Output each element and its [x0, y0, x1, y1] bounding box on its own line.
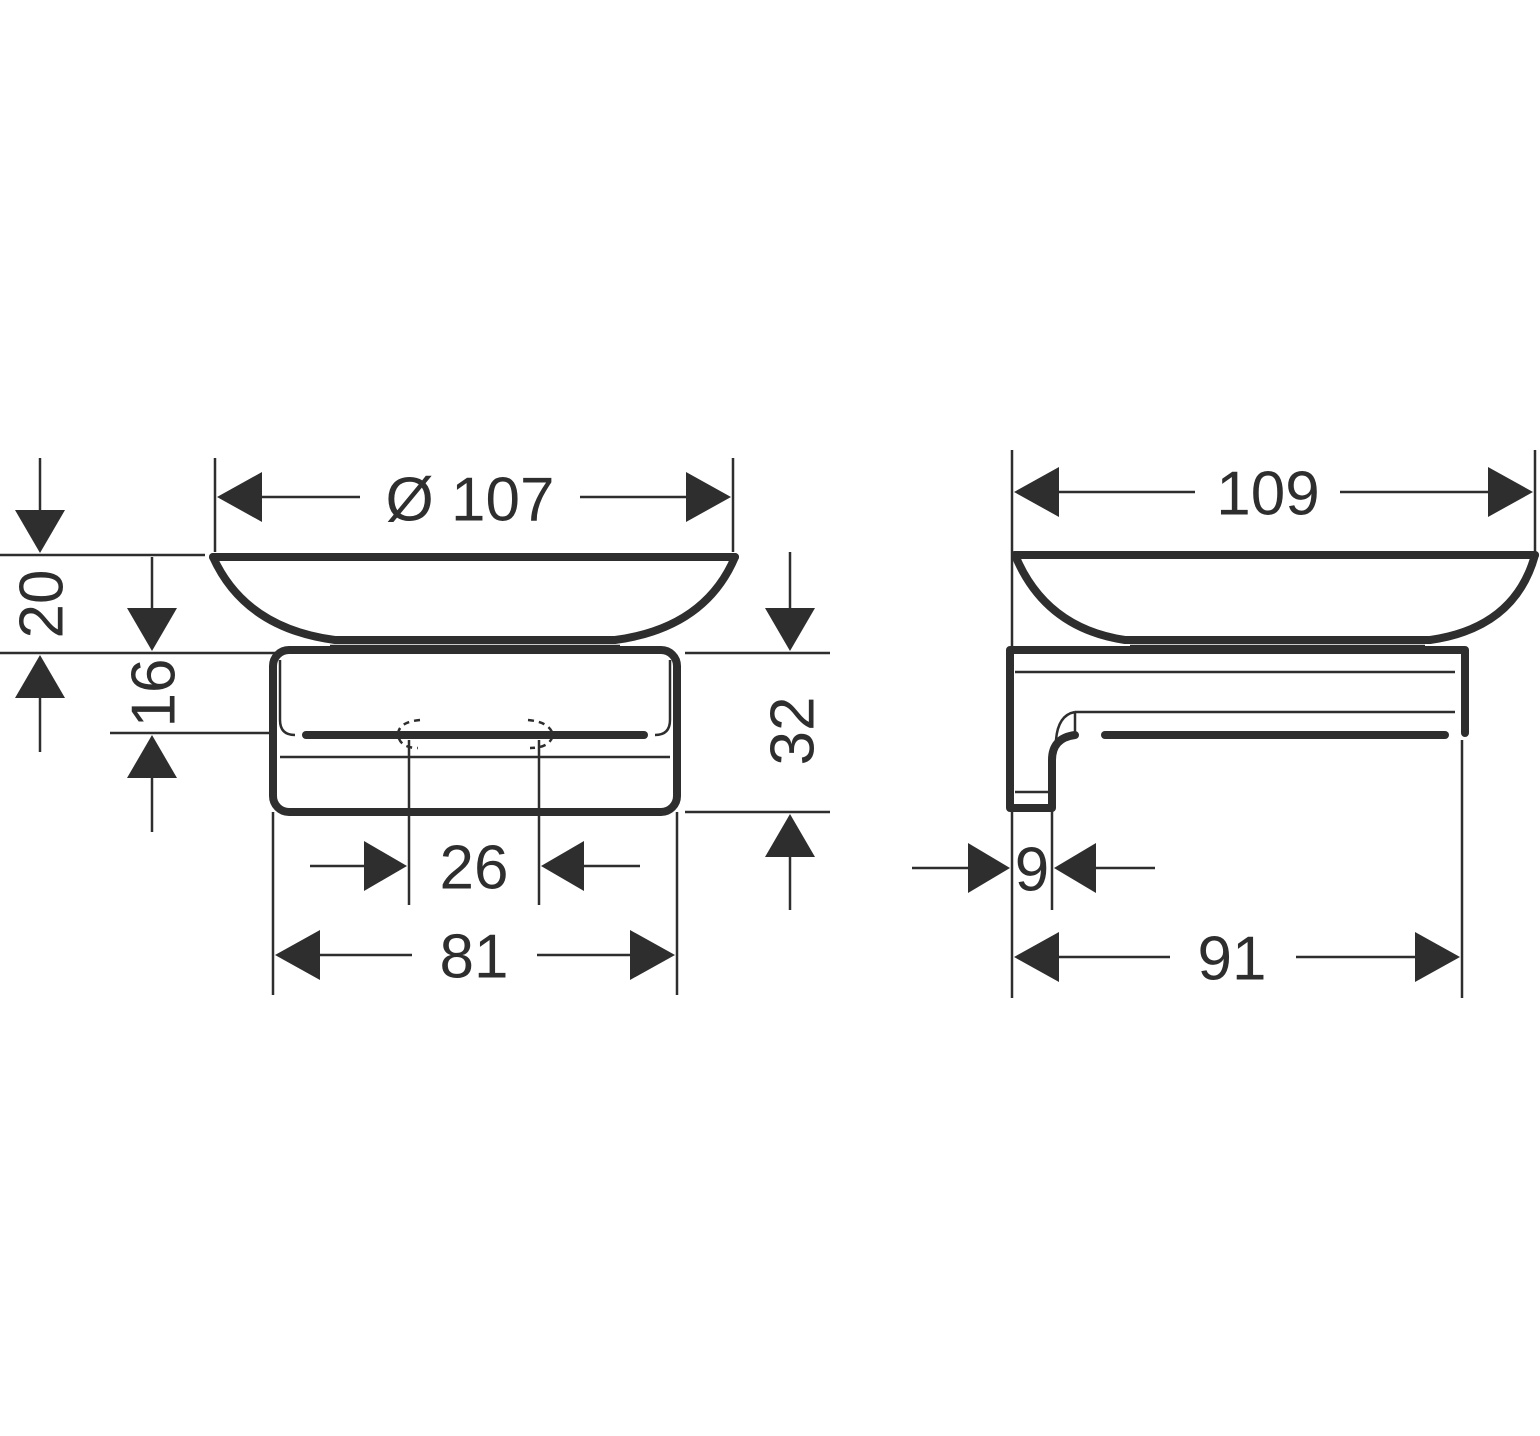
dimension-label: 26 [440, 834, 509, 903]
dimension-label: Ø 107 [386, 466, 555, 535]
screw-hole-right-icon [527, 718, 555, 750]
arrow-left-icon [275, 930, 320, 980]
arrow-right-icon [1415, 932, 1460, 982]
front-view: Ø 107 20 16 32 [0, 458, 830, 995]
wall-bracket-side [1006, 646, 1469, 812]
dimension-label: 91 [1198, 925, 1267, 994]
holder-block-front [269, 646, 681, 905]
arrow-left-icon [541, 841, 584, 891]
soap-bowl-front [209, 553, 739, 648]
arrow-up-icon [127, 735, 177, 778]
arrow-right-icon [1488, 467, 1533, 517]
dimension-label: 109 [1216, 460, 1319, 529]
soap-bowl-side [1011, 551, 1539, 648]
arrow-down-icon [127, 608, 177, 651]
dimension-label: 16 [120, 659, 189, 728]
dimension-label: 20 [8, 570, 77, 639]
arrow-up-icon [765, 814, 815, 857]
dimension-bowl-height: 20 [0, 458, 280, 752]
dimension-bowl-width-side: 109 [1010, 450, 1537, 998]
dimension-label: 32 [759, 697, 828, 766]
arrow-right-icon [364, 841, 407, 891]
dimension-upper-block-height: 16 [110, 557, 275, 832]
screw-hole-left-icon [396, 718, 421, 750]
dimension-projection: 91 [1014, 740, 1464, 998]
arrow-left-icon [1014, 467, 1059, 517]
dimension-wall-plate-depth: 9 [912, 808, 1155, 910]
arrow-left-icon [217, 472, 262, 522]
side-view: 109 9 91 [912, 450, 1539, 998]
dimension-screw-spacing: 26 [310, 834, 640, 903]
dimension-label: 81 [440, 923, 509, 992]
arrow-right-icon [968, 843, 1010, 893]
arrow-down-icon [765, 608, 815, 651]
dimension-block-width: 81 [271, 812, 679, 995]
arrow-left-icon [1054, 843, 1096, 893]
dimension-bowl-diameter: Ø 107 [213, 458, 735, 552]
arrow-right-icon [630, 930, 675, 980]
arrow-down-icon [15, 510, 65, 553]
dimension-label: 9 [1015, 836, 1049, 905]
arrow-right-icon [686, 472, 731, 522]
arrow-up-icon [15, 655, 65, 698]
dimension-total-block-height: 32 [685, 552, 830, 910]
arrow-left-icon [1014, 932, 1059, 982]
